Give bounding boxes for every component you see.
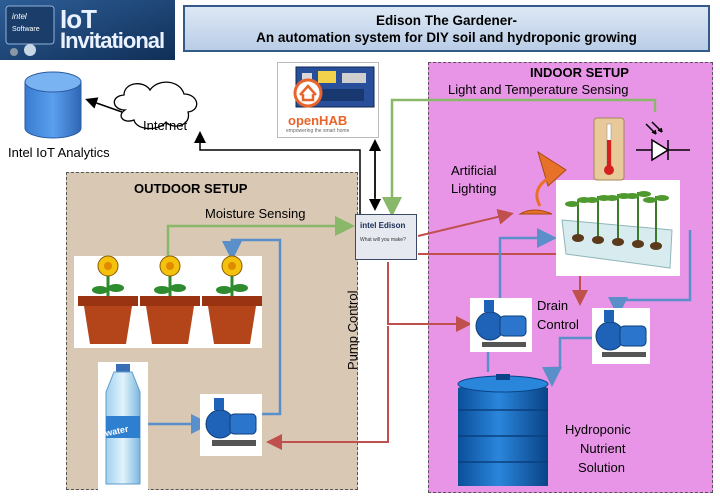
- nutrient-tank-icon: [457, 374, 549, 486]
- cloud-icon: [113, 81, 198, 130]
- hydroponic-tray-icon: [556, 180, 680, 276]
- pump-control-label: Pump Control: [345, 290, 360, 370]
- outdoor-pump-icon: [200, 394, 262, 456]
- logo-badge-brand: intel: [12, 12, 27, 21]
- title-line-1: Edison The Gardener-: [375, 12, 518, 28]
- title-line-2: An automation system for DIY soil and hy…: [256, 29, 637, 45]
- light-temp-sensing-arrow: [382, 98, 657, 217]
- thermometer-icon: [593, 117, 625, 181]
- nutrient-label-line-3: Solution: [578, 460, 625, 475]
- photodiode-icon: [636, 121, 690, 162]
- outdoor-header: OUTDOOR SETUP: [134, 181, 248, 196]
- openhab-logo: openHAB empowering the smart home: [277, 62, 379, 138]
- pump-to-tank-arrow: [542, 336, 598, 387]
- nutrient-label-line-2: Nutrient: [580, 441, 626, 456]
- pump-to-plants-arrow: [222, 238, 282, 416]
- lighting-label-line-2: Lighting: [451, 181, 497, 196]
- analytics-label: Intel IoT Analytics: [8, 145, 110, 160]
- flower-pot-1: [74, 255, 138, 348]
- drain-pump-control-arrow: [387, 262, 472, 332]
- drain-label-line-1: Drain: [537, 298, 569, 313]
- drain-pump-icon: [470, 298, 532, 352]
- flower-pot-3: [200, 255, 262, 348]
- drain-pump-to-tray-arrow: [498, 228, 557, 300]
- cloud-to-analytics-arrow: [85, 97, 123, 113]
- tray-to-pump-arrow: [608, 230, 692, 317]
- edison-brand: intel Edison: [360, 221, 406, 230]
- logo-line-1: IoT: [60, 4, 97, 34]
- openhab-tagline: empowering the smart home: [286, 128, 350, 134]
- database-icon: [24, 71, 82, 139]
- lighting-label-line-1: Artificial: [451, 163, 497, 178]
- light-temp-label: Light and Temperature Sensing: [448, 82, 629, 97]
- edison-sub: What will you make?: [360, 237, 406, 243]
- iot-invitational-logo: intel Software IoT Invitational: [0, 0, 175, 60]
- indoor-header: INDOOR SETUP: [530, 65, 629, 80]
- outdoor-pump-control-arrow: [266, 326, 389, 450]
- intel-edison-board: intel Edison What will you make?: [355, 214, 417, 260]
- nutrient-label-line-1: Hydroponic: [565, 422, 631, 437]
- internet-label: Internet: [143, 118, 188, 133]
- moisture-sensing-arrow: [166, 216, 355, 258]
- lighting-control-arrow: [417, 209, 514, 237]
- hydro-pump-icon: [592, 308, 650, 364]
- flower-pot-2: [138, 255, 200, 348]
- moisture-sensing-label: Moisture Sensing: [205, 206, 306, 221]
- water-bottle-icon: [98, 362, 148, 490]
- openhab-text: openHAB: [288, 113, 348, 128]
- drain-label-line-2: Control: [537, 317, 579, 332]
- edison-to-internet-arrow: [194, 131, 361, 214]
- logo-badge-sub: Software: [12, 26, 40, 33]
- desk-lamp-icon: [518, 150, 567, 215]
- page-title: Edison The Gardener- An automation syste…: [183, 5, 710, 52]
- logo-line-2: Invitational: [60, 28, 165, 53]
